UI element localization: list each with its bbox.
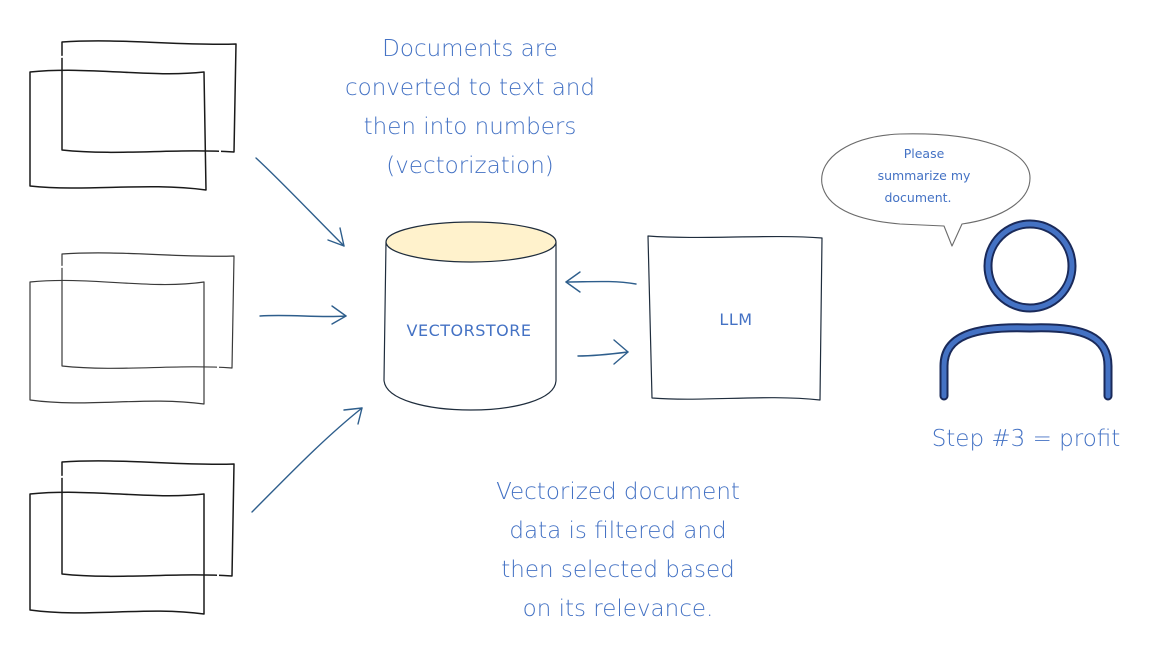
bottom-note-line-3: then selected based — [501, 557, 734, 583]
doc-sheet-front — [29, 491, 205, 615]
speech-line-3: document. — [884, 190, 951, 205]
speech-line-2: summarize my — [878, 168, 971, 183]
doc-arrowhead — [343, 407, 363, 425]
pdf-label: PDF — [99, 125, 135, 145]
doc-sheet-middle — [45, 475, 219, 593]
pdf-document-stack: PDF — [29, 40, 237, 191]
pdf-sheet-front — [29, 69, 207, 191]
doc-arrow — [251, 407, 363, 513]
pdf-sheet-back — [61, 40, 237, 154]
user-shoulders-inner — [941, 325, 1111, 399]
vectorstore-llm-arrows — [565, 271, 637, 365]
bottom-note-line-1: Vectorized document — [496, 479, 740, 505]
speech-bubble: Please summarize my document. — [821, 133, 1031, 247]
top-note-line-2: converted to text and — [345, 75, 595, 101]
user-head-inner — [985, 221, 1075, 311]
vectorstore-cylinder: VECTORSTORE — [383, 221, 557, 411]
vectorstore-top — [385, 221, 557, 263]
llm-box-shape — [647, 235, 823, 401]
pdf-arrowhead — [327, 227, 345, 247]
user-figure: Step #3 = profit — [932, 219, 1121, 452]
user-shoulders-icon — [939, 323, 1113, 401]
vectorstore-label: VECTORSTORE — [407, 321, 532, 340]
pdf-sheet-middle — [45, 55, 221, 171]
speech-line-1: Please — [904, 146, 945, 161]
pdf-arrow — [255, 157, 345, 247]
top-note-line-1: Documents are — [382, 36, 558, 62]
top-note-line-3: then into numbers — [364, 114, 577, 140]
xlsx-sheet-front — [29, 279, 205, 405]
speech-bubble-shape — [821, 133, 1031, 247]
xlsx-label: XLSX — [92, 341, 140, 361]
llm-to-store-arrowhead — [565, 271, 581, 293]
document-to-vectorstore-arrows — [251, 157, 363, 513]
vectorstore-body — [383, 241, 557, 411]
store-to-llm-arrow — [577, 351, 629, 357]
store-to-llm-arrowhead — [613, 339, 629, 365]
xlsx-arrow — [259, 314, 347, 318]
bottom-note-line-4: on its relevance. — [523, 596, 714, 622]
top-note-line-4: (vectorization) — [386, 153, 554, 179]
xlsx-sheet-middle — [45, 265, 219, 383]
xlsx-document-stack: XLSX — [29, 252, 235, 405]
doc-sheet-back — [61, 460, 235, 578]
bottom-note-line-2: data is filtered and — [509, 518, 726, 544]
bottom-note: Vectorized document data is filtered and… — [496, 479, 740, 622]
doc-label: DOC — [96, 551, 137, 571]
llm-box: LLM — [647, 235, 823, 401]
user-caption: Step #3 = profit — [932, 426, 1121, 452]
xlsx-arrowhead — [331, 305, 347, 325]
llm-to-store-arrow — [565, 280, 637, 285]
top-note: Documents are converted to text and then… — [345, 36, 595, 179]
llm-label: LLM — [719, 310, 752, 329]
doc-document-stack: DOC — [29, 460, 235, 615]
xlsx-sheet-back — [61, 252, 235, 369]
